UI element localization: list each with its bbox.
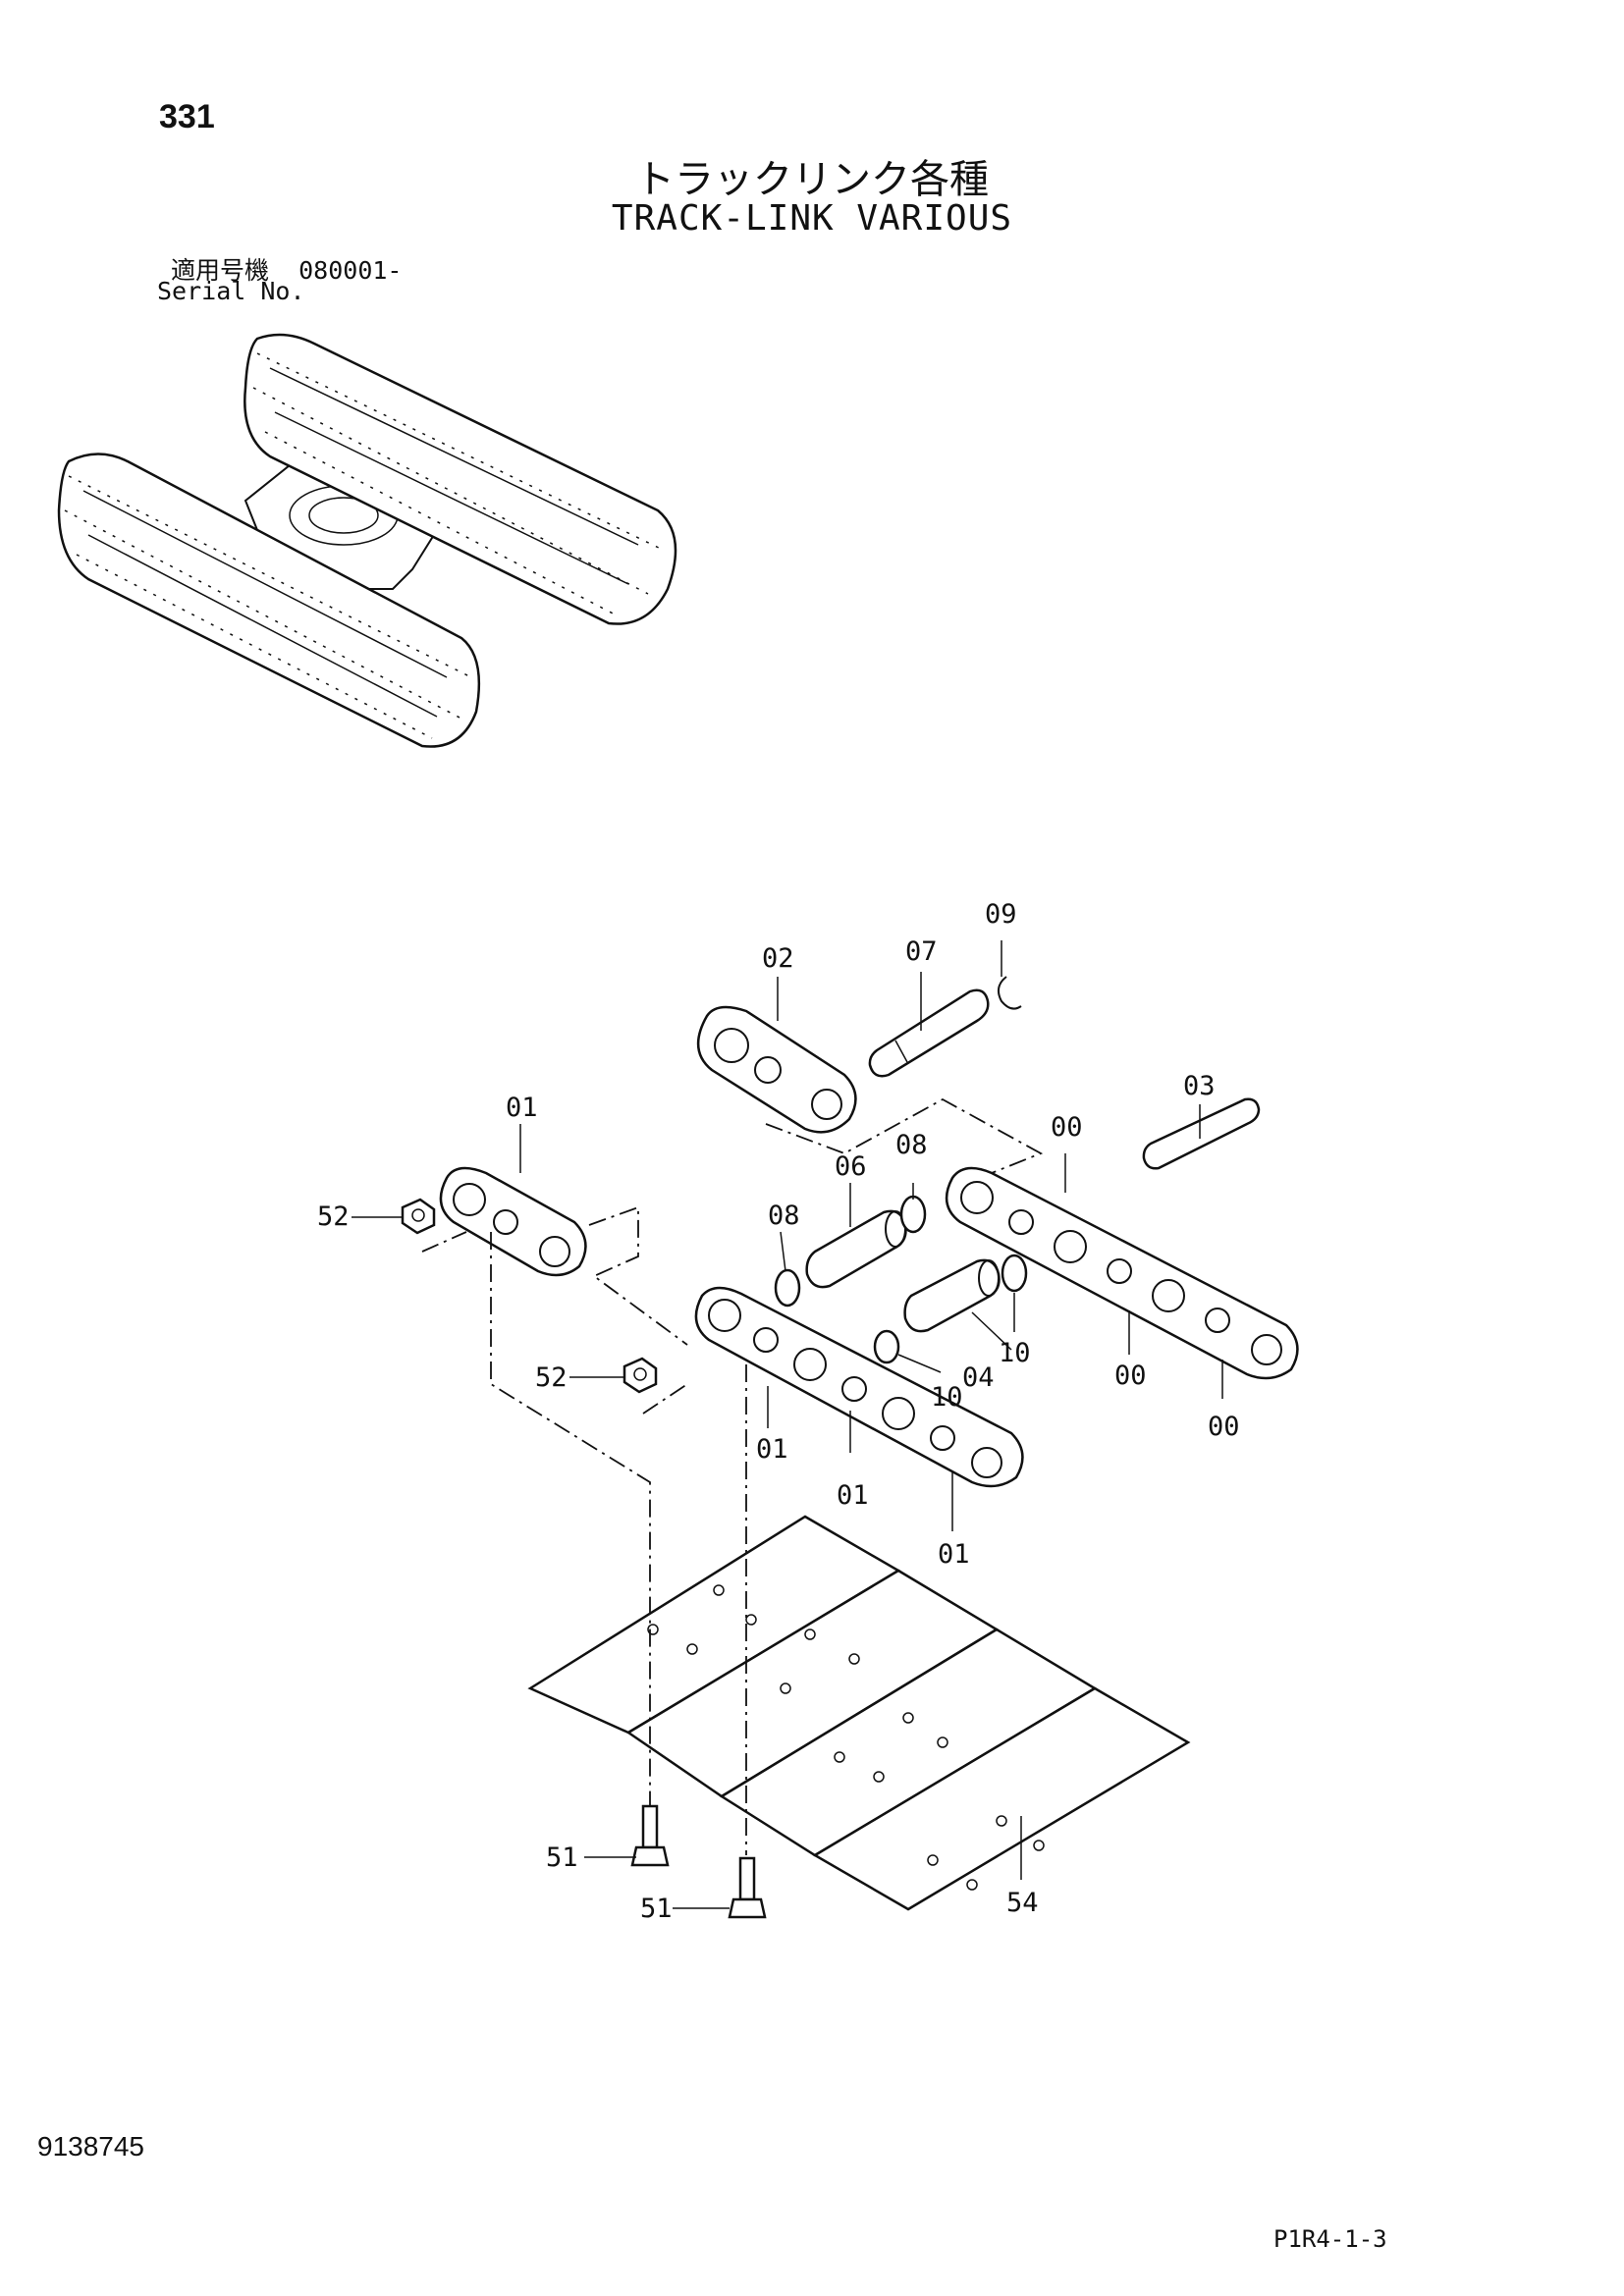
callout-52-lower: 52	[535, 1362, 568, 1393]
undercarriage-illustration	[57, 333, 677, 748]
callout-07: 07	[905, 936, 938, 967]
callout-01-a: 01	[756, 1434, 788, 1465]
part-07-pin	[868, 988, 990, 1078]
part-04-bushing	[903, 1258, 1001, 1333]
part-08-seal-lower	[774, 1268, 801, 1308]
part-51-bolt-lower	[728, 1856, 767, 1919]
callout-01-c: 01	[938, 1539, 970, 1570]
part-54-shoe-plates	[527, 1515, 1191, 1911]
serial-label-english: Serial No.	[157, 277, 305, 305]
part-02-link	[696, 1005, 857, 1134]
callout-labels: 09 02 07 03 01 00 08 06 52 08 10 04 10 5…	[317, 899, 1240, 1924]
serial-label-japanese: 適用号機	[171, 256, 270, 285]
callout-10-right: 10	[999, 1338, 1031, 1368]
page-code: P1R4-1-3	[1273, 2225, 1387, 2253]
callout-08-upper: 08	[895, 1130, 928, 1160]
callout-04: 04	[962, 1362, 995, 1393]
part-51-bolt-upper	[630, 1804, 670, 1867]
document-number: 9138745	[37, 2131, 145, 2162]
track-link-exploded-view	[401, 976, 1299, 1919]
callout-03: 03	[1183, 1071, 1216, 1101]
callout-52-upper: 52	[317, 1201, 350, 1232]
part-10-seal-right	[1001, 1254, 1028, 1293]
page-number: 331	[159, 98, 215, 135]
part-10-seal-lower	[873, 1329, 900, 1364]
callout-06: 06	[835, 1151, 867, 1182]
part-52-nut-lower	[623, 1357, 658, 1394]
part-00-link-chain	[945, 1166, 1299, 1380]
callout-leaders	[352, 940, 1223, 1909]
callout-00-mid: 00	[1114, 1361, 1147, 1391]
callout-00-low: 00	[1208, 1412, 1240, 1442]
part-08-seal-upper	[899, 1195, 927, 1234]
callout-54: 54	[1006, 1888, 1039, 1918]
callout-00-top: 00	[1051, 1112, 1083, 1143]
part-01-link-chain	[694, 1286, 1024, 1488]
callout-09: 09	[985, 899, 1017, 930]
callout-02: 02	[762, 943, 794, 974]
part-52-nut-upper	[401, 1198, 436, 1235]
callout-01-b: 01	[837, 1480, 869, 1511]
serial-line: 適用号機 080001-	[171, 251, 402, 287]
serial-value: 080001-	[298, 256, 403, 285]
page-title-english: TRACK-LINK VARIOUS	[611, 198, 1013, 239]
callout-10-lower: 10	[931, 1382, 963, 1413]
page-title-japanese: トラックリンク各種	[635, 157, 989, 202]
part-01-link-top	[439, 1166, 587, 1277]
callout-51-lower: 51	[640, 1894, 673, 1924]
callout-51-upper: 51	[546, 1842, 578, 1873]
part-09-circlip	[997, 976, 1022, 1010]
part-06-bushing	[805, 1209, 907, 1289]
part-03-pin	[1142, 1097, 1261, 1170]
callout-01-top: 01	[506, 1093, 538, 1123]
callout-08-lower: 08	[768, 1201, 800, 1231]
